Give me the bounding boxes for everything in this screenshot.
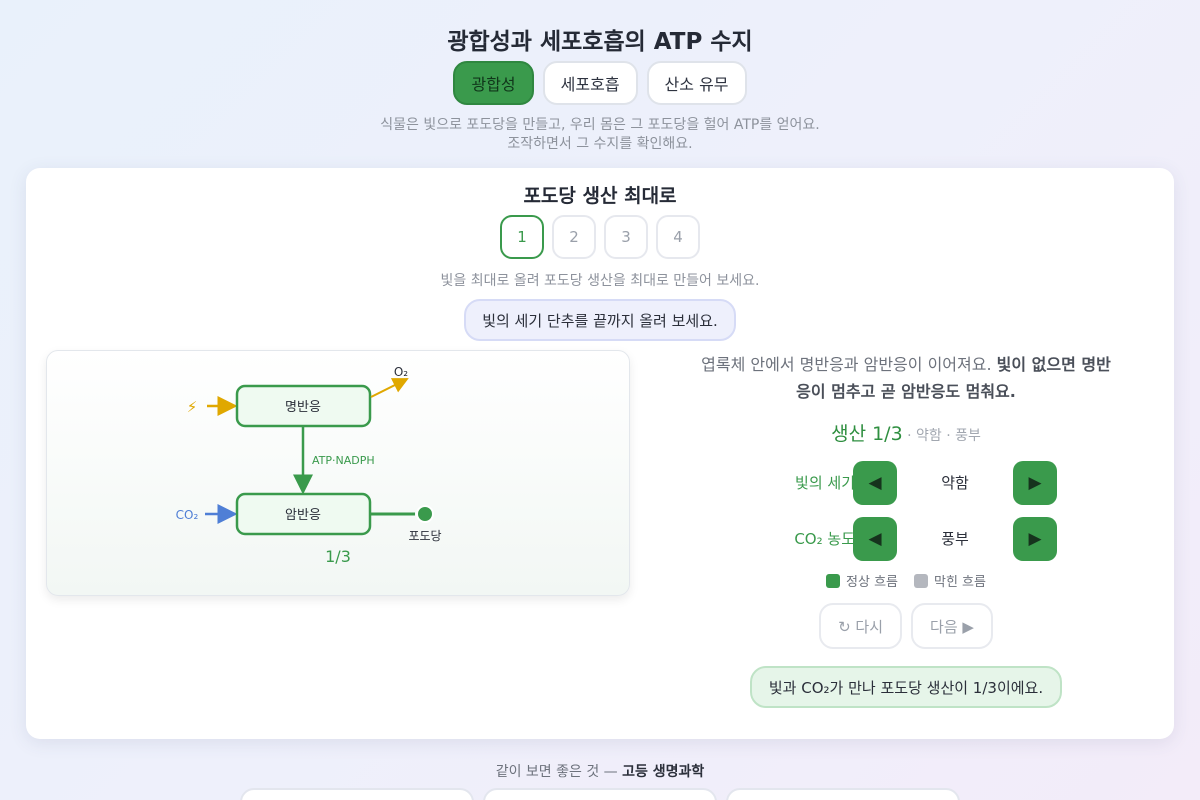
o2-output-arrow bbox=[370, 378, 409, 398]
step-1-button[interactable]: 1 bbox=[500, 215, 544, 259]
co2-concentration-label: CO₂ 농도 bbox=[794, 530, 855, 548]
co2-concentration-control: CO₂ 농도 ◀ 풍부 ▶ bbox=[700, 517, 1112, 561]
production-conditions: · 약함 · 풍부 bbox=[902, 428, 981, 444]
explanation-bold: 빛이 없으면 명반응이 멈추고 곧 암반응도 멈춰요. bbox=[796, 355, 1111, 401]
intro-line-1: 식물은 빛으로 포도당을 만들고, 우리 몸은 그 포도당을 헐어 ATP를 얻… bbox=[380, 117, 820, 133]
light-reaction-box bbox=[235, 384, 372, 428]
mode-tabs: 광합성 세포호흡 산소 유무 bbox=[0, 61, 1200, 105]
related-course: 고등 생명과학 bbox=[622, 764, 705, 780]
light-intensity-value: 약함 bbox=[941, 474, 969, 492]
light-decrease-button[interactable]: ◀ bbox=[853, 461, 897, 505]
hint-bubble: 빛의 세기 단추를 끝까지 올려 보세요. bbox=[464, 299, 736, 341]
chloroplast-diagram: ⚡ 명반응 O₂ ATP·NADPH CO₂ 암반응 포도당 1/3 bbox=[46, 350, 630, 596]
light-intensity-control: 빛의 세기 ◀ 약함 ▶ bbox=[700, 461, 1112, 505]
step-2-button[interactable]: 2 bbox=[552, 215, 596, 259]
step-4-button[interactable]: 4 bbox=[656, 215, 700, 259]
activity-title: 포도당 생산 최대로 bbox=[523, 185, 677, 207]
co2-label: CO₂ bbox=[176, 508, 199, 522]
lightning-icon: ⚡ bbox=[187, 398, 198, 416]
atp-nadph-label: ATP·NADPH bbox=[312, 454, 375, 467]
co2-increase-button[interactable]: ▶ bbox=[1013, 517, 1057, 561]
tab-oxygen-presence[interactable]: 산소 유무 bbox=[646, 61, 747, 105]
related-content-heading: 같이 보면 좋은 것 — 고등 생명과학 bbox=[0, 761, 1200, 781]
production-value: 생산 1/3 bbox=[831, 423, 903, 445]
related-prefix: 같이 보면 좋은 것 — bbox=[495, 764, 623, 780]
retry-button[interactable]: ↻ 다시 bbox=[819, 603, 903, 649]
co2-concentration-value: 풍부 bbox=[941, 530, 969, 548]
glucose-dot bbox=[416, 505, 434, 523]
o2-label: O₂ bbox=[394, 365, 408, 379]
co2-decrease-button[interactable]: ◀ bbox=[853, 517, 897, 561]
explanation-plain: 엽록체 안에서 명반응과 암반응이 이어져요. bbox=[701, 355, 997, 374]
tab-photosynthesis[interactable]: 광합성 bbox=[453, 61, 534, 105]
glucose-label: 포도당 bbox=[408, 529, 441, 543]
step-selector: 1 2 3 4 bbox=[0, 215, 1200, 259]
light-increase-button[interactable]: ▶ bbox=[1013, 461, 1057, 505]
legend-blocked-flow: 막힌 흐름 bbox=[914, 571, 986, 590]
intro-text: 식물은 빛으로 포도당을 만들고, 우리 몸은 그 포도당을 헐어 ATP를 얻… bbox=[0, 116, 1200, 154]
related-card-3[interactable] bbox=[726, 788, 960, 800]
action-buttons: ↻ 다시 다음 ▶ bbox=[700, 603, 1112, 649]
page-title: 광합성과 세포호흡의 ATP 수지 bbox=[447, 29, 753, 55]
intro-line-2: 조작하면서 그 수지를 확인해요. bbox=[507, 136, 693, 152]
tab-cellular-respiration[interactable]: 세포호흡 bbox=[542, 61, 638, 105]
legend-normal-flow: 정상 흐름 bbox=[826, 571, 898, 590]
light-intensity-label: 빛의 세기 bbox=[795, 474, 855, 492]
task-instruction: 빛을 최대로 올려 포도당 생산을 최대로 만들어 보세요. bbox=[440, 273, 760, 289]
dark-reaction-box bbox=[235, 492, 372, 536]
blocked-flow-swatch bbox=[914, 573, 928, 588]
step-3-button[interactable]: 3 bbox=[604, 215, 648, 259]
result-message: 빛과 CO₂가 만나 포도당 생산이 1/3이에요. bbox=[749, 666, 1063, 708]
flow-legend: 정상 흐름 막힌 흐름 bbox=[700, 571, 1112, 590]
related-cards bbox=[0, 788, 1200, 800]
light-reaction-label: 명반응 bbox=[285, 400, 321, 415]
diagram-svg: ⚡ 명반응 O₂ ATP·NADPH CO₂ 암반응 포도당 1/3 bbox=[176, 365, 442, 566]
production-ratio: 1/3 bbox=[325, 547, 351, 566]
next-button[interactable]: 다음 ▶ bbox=[911, 603, 993, 649]
normal-flow-swatch bbox=[826, 573, 841, 588]
related-card-2[interactable] bbox=[483, 788, 717, 800]
legend-normal-label: 정상 흐름 bbox=[846, 575, 898, 590]
dark-reaction-label: 암반응 bbox=[285, 508, 321, 523]
legend-blocked-label: 막힌 흐름 bbox=[934, 575, 986, 590]
related-card-1[interactable] bbox=[240, 788, 474, 800]
production-readout: 생산 1/3 · 약함 · 풍부 bbox=[700, 419, 1112, 446]
explanation-text: 엽록체 안에서 명반응과 암반응이 이어져요. 빛이 없으면 명반응이 멈추고 … bbox=[700, 351, 1112, 405]
